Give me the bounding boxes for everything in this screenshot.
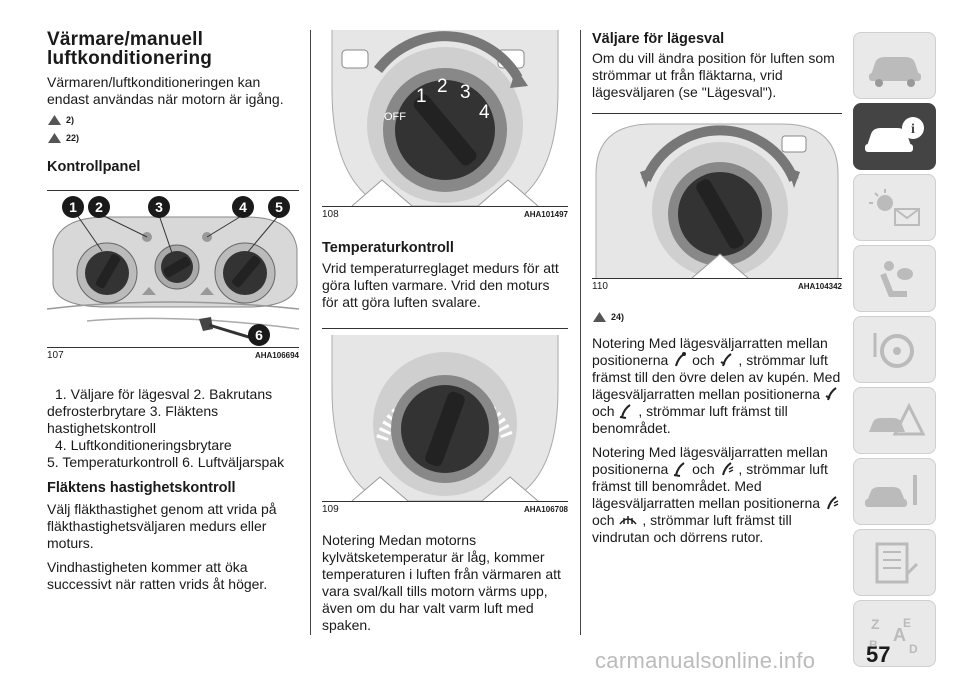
control-panel-illustration: 1 2 3 4 5 6 <box>47 196 299 346</box>
tab-spec-list[interactable] <box>853 529 936 596</box>
temperature-text: Vrid temperaturreglaget medurs för att g… <box>322 260 559 310</box>
airbag-seat-icon <box>879 260 913 297</box>
dashboard-lights-icon <box>868 188 920 226</box>
air-face-feet-icon <box>825 387 837 401</box>
figure-109: 109 AHA106708 <box>322 328 568 516</box>
subheading-fan-speed: Fläktens hastighetskontroll <box>47 480 236 496</box>
figure-110-caption: 110 AHA104342 <box>592 278 842 293</box>
svg-text:i: i <box>911 122 915 137</box>
tab-warning-car[interactable] <box>853 387 936 454</box>
subheading-temperature: Temperaturkontroll <box>322 240 454 256</box>
page-number: 57 <box>866 642 891 667</box>
spec-list-icon <box>875 542 918 583</box>
warning-triangle-car-icon <box>868 402 925 435</box>
tab-steering-wheel[interactable] <box>853 316 936 383</box>
alphabet-index-icon: Z EA B D <box>869 616 918 656</box>
warning-ref-2: 22) <box>47 132 299 144</box>
tab-dashboard-lights[interactable] <box>853 174 936 241</box>
watermark: carmanualsonline.info <box>595 648 816 673</box>
fan-speed-dial-illustration: OFF 1 2 3 4 <box>322 30 568 206</box>
tab-car-info[interactable]: i <box>853 103 936 170</box>
note-coolant: Notering Medan motorns kylvätsketemperat… <box>322 532 561 633</box>
mode-selector-text: Om du vill ändra position för luften som… <box>592 50 835 100</box>
svg-text:Z: Z <box>871 616 880 632</box>
mode-dial-illustration <box>595 123 839 278</box>
callout-5: 5 <box>275 199 283 215</box>
legend: 1. Väljare för lägesval 2. Bakrutans def… <box>47 386 285 470</box>
callout-3: 3 <box>155 199 163 215</box>
air-feet-defrost-icon <box>721 462 733 476</box>
tab-car[interactable] <box>853 32 936 99</box>
svg-text:E: E <box>903 616 911 630</box>
figure-110: 110 AHA104342 <box>592 113 842 293</box>
svg-text:A: A <box>893 625 906 645</box>
section-heading: Värmare/manuell luftkonditionering <box>47 29 213 69</box>
tab-airbag-seat[interactable] <box>853 245 936 312</box>
column-3: Väljare för lägesval Om du vill ändra po… <box>592 30 842 546</box>
callout-2: 2 <box>95 199 103 215</box>
subheading-control-panel: Kontrollpanel <box>47 159 141 175</box>
subheading-mode-selector: Väljare för lägesval <box>592 31 725 47</box>
temperature-dial-illustration <box>331 335 559 501</box>
note-mode-1: Notering Med lägesväljarratten mellan po… <box>592 335 841 436</box>
column-divider <box>310 30 311 635</box>
callout-6: 6 <box>255 327 263 343</box>
dial-label-2: 2 <box>437 76 448 97</box>
car-info-icon: i <box>864 116 924 152</box>
steering-wheel-icon <box>873 332 914 368</box>
svg-text:B: B <box>869 638 878 652</box>
dial-label-4: 4 <box>479 102 490 123</box>
air-face-feet-icon <box>720 353 732 367</box>
warning-triangle-icon <box>593 312 606 322</box>
callout-4: 4 <box>239 199 247 215</box>
dial-label-1: 1 <box>416 86 427 107</box>
note-mode-2: Notering Med lägesväljarratten mellan po… <box>592 444 842 546</box>
car-icon <box>868 56 921 87</box>
figure-107-caption: 107 AHA106694 <box>47 347 299 362</box>
callout-1: 1 <box>69 199 77 215</box>
air-feet-icon <box>674 462 685 477</box>
warning-ref-3: 24) <box>592 311 842 323</box>
figure-108-caption: 108 AHA101497 <box>322 206 568 221</box>
tab-car-wrench[interactable] <box>853 458 936 525</box>
column-1: Värmare/manuell luftkonditionering Värma… <box>47 30 299 593</box>
figure-107: 1 2 3 4 5 6 107 AHA106694 <box>47 190 299 362</box>
figure-109-caption: 109 AHA106708 <box>322 501 568 516</box>
column-2: OFF 1 2 3 4 108 AHA101497 Temperaturkont… <box>322 30 568 634</box>
car-wrench-icon <box>864 474 917 507</box>
warning-ref-1: 2) <box>47 114 299 126</box>
fan-speed-text-2: Vindhastigheten kommer att öka successiv… <box>47 559 268 592</box>
warning-triangle-icon <box>48 115 61 125</box>
intro-text: Värmaren/luftkonditioneringen kan endast… <box>47 74 284 107</box>
warning-triangle-icon <box>48 133 61 143</box>
air-face-icon <box>675 352 687 367</box>
windshield-defrost-icon <box>619 516 638 525</box>
dial-label-off: OFF <box>384 111 406 123</box>
air-feet-defrost-icon <box>826 496 839 510</box>
air-feet-icon <box>620 404 632 419</box>
fan-speed-text: Välj fläkthastighet genom att vrida på f… <box>47 501 277 551</box>
column-divider <box>580 30 581 635</box>
dial-label-3: 3 <box>460 82 471 103</box>
figure-108: OFF 1 2 3 4 108 AHA101497 <box>322 30 568 221</box>
svg-text:D: D <box>909 642 918 656</box>
